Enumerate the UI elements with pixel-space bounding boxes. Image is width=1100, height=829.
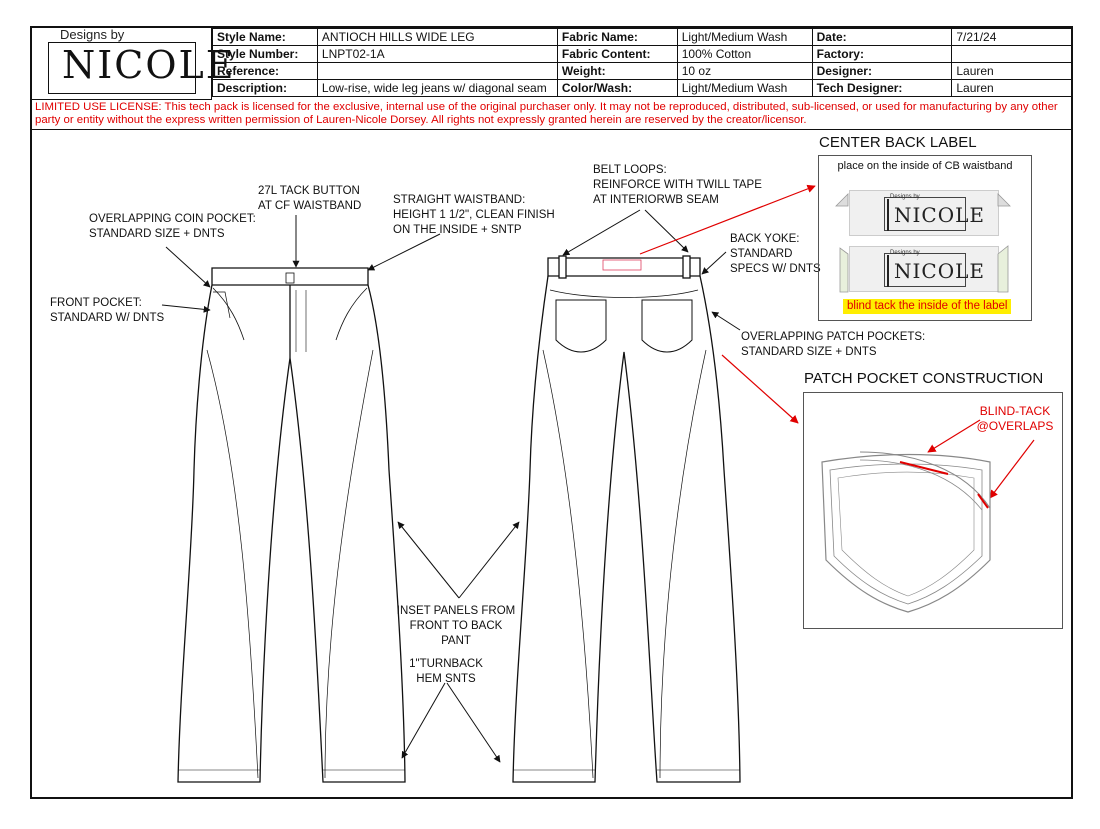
spec-value: 100% Cotton [676,45,813,63]
spec-value: 10 oz [676,62,813,80]
label-tag-folded: Designs by NICOLE [849,246,999,292]
tag-bar [887,199,889,231]
tech-pack-sheet [30,26,1073,799]
tag-bar [887,255,889,287]
spec-label: Color/Wash: [556,79,678,97]
spec-row: Description:Low-rise, wide leg jeans w/ … [212,79,1073,97]
spec-label: Tech Designer: [811,79,953,97]
tag-wordmark: NICOLE [894,203,985,227]
callout-waistband: STRAIGHT WAISTBAND:HEIGHT 1 1/2", CLEAN … [393,194,555,236]
front-pant-sketch [177,267,406,783]
spec-label: Fabric Content: [556,45,678,63]
spec-label: Style Name: [212,28,318,46]
tag-tagline: Designs by [890,194,920,200]
spec-value: LNPT02-1A [316,45,558,63]
label-tag-ears [835,193,1011,207]
blind-tack-note: blind tack the inside of the label [843,299,1012,314]
brand-logo: Designs by NICOLE [32,27,233,100]
callout-patch-pockets: OVERLAPPING PATCH POCKETS:STANDARD SIZE … [741,331,926,358]
callout-front-pocket: FRONT POCKET:STANDARD W/ DNTS [50,297,165,324]
tag-frame [884,197,966,231]
blind-tack-overlaps-note: BLIND-TACK@OVERLAPS [976,404,1054,433]
license-notice: LIMITED USE LICENSE: This tech pack is l… [32,100,1071,130]
spec-label: Style Number: [212,45,318,63]
spec-value: Low-rise, wide leg jeans w/ diagonal sea… [316,79,558,97]
patch-pocket-panel [803,392,1063,629]
callout-coin-pocket: OVERLAPPING COIN POCKET:STANDARD SIZE + … [89,213,256,240]
patch-pocket-diagram [821,451,991,613]
spec-value: Lauren [951,79,1073,97]
tag-wordmark: NICOLE [894,259,985,283]
center-back-label-title: CENTER BACK LABEL [819,134,977,151]
spec-label: Description: [212,79,318,97]
back-pant-sketch [512,255,741,783]
label-tag-front: Designs by NICOLE [849,190,999,236]
patch-pocket-title: PATCH POCKET CONSTRUCTION [804,370,1044,387]
tag-frame [884,253,966,287]
tag-tagline: Designs by [890,250,920,256]
label-fold-sides [839,245,1009,293]
center-back-label-panel: place on the inside of CB waistband Desi… [818,155,1032,321]
logo-frame [48,42,196,94]
spec-value: Light/Medium Wash [676,79,813,97]
label-placement-note: place on the inside of CB waistband [837,160,1013,172]
spec-label: Weight: [556,62,678,80]
logo-wordmark: NICOLE [62,43,236,87]
logo-tagline: Designs by [60,27,125,42]
spec-label: Designer: [811,62,953,80]
